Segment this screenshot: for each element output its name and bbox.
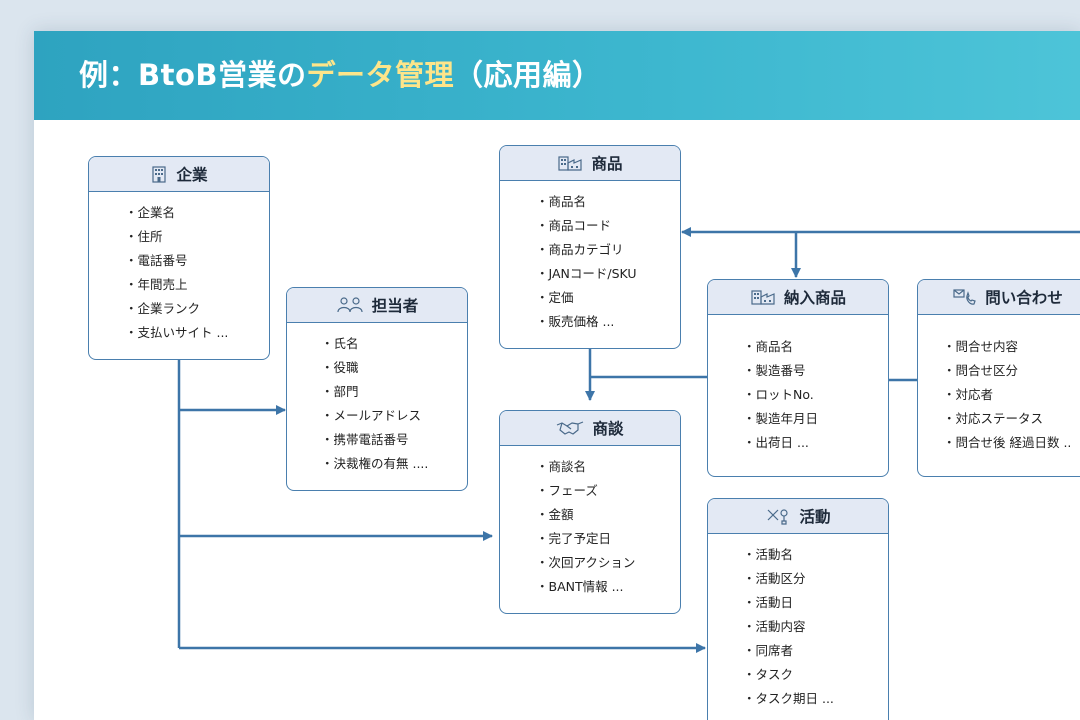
field: ・支払いサイト ... xyxy=(125,325,229,340)
field: ・メールアドレス xyxy=(321,408,422,423)
field: ・出荷日 ... xyxy=(743,435,809,450)
title-highlight: データ管理 xyxy=(306,58,455,92)
field: ・住所 xyxy=(125,229,163,244)
entity-inquiry-fields: ・問合せ内容 ・問合せ区分 ・対応者 ・対応ステータス ・問合せ後 経過日数 .… xyxy=(918,315,1080,455)
entity-inquiry-header: 問い合わせ xyxy=(918,280,1080,315)
header-bar: 例：BtoB営業のデータ管理（応用編） xyxy=(34,31,1080,120)
field: ・活動区分 xyxy=(743,571,806,586)
tools-icon xyxy=(768,509,789,525)
field: ・役職 xyxy=(321,360,359,375)
field: ・部門 xyxy=(321,384,359,399)
field: ・問合せ区分 xyxy=(943,363,1019,378)
field: ・対応者 xyxy=(943,387,994,402)
building-icon xyxy=(152,166,167,183)
field: ・氏名 xyxy=(321,336,359,351)
field: ・商品カテゴリ xyxy=(536,242,624,257)
field: ・金額 xyxy=(536,507,574,522)
field: ・問合せ後 経過日数 .. xyxy=(943,435,1072,450)
field: ・決裁権の有無 .... xyxy=(321,456,429,471)
entity-product-fields: ・商品名 ・商品コード ・商品カテゴリ ・JANコード/SKU ・定価 ・販売価… xyxy=(500,181,680,334)
entity-product: 商品 ・商品名 ・商品コード ・商品カテゴリ ・JANコード/SKU ・定価 ・… xyxy=(499,145,681,349)
entity-company-header: 企業 xyxy=(89,157,269,192)
title-prefix: 例：BtoB営業の xyxy=(79,58,307,92)
field: ・同席者 xyxy=(743,643,794,658)
field: ・BANT情報 ... xyxy=(536,579,624,594)
entity-deal-title: 商談 xyxy=(592,420,624,438)
field: ・完了予定日 xyxy=(536,531,612,546)
connector-layer xyxy=(177,227,1080,653)
field: ・問合せ内容 xyxy=(943,339,1019,354)
people-icon xyxy=(337,297,363,313)
field: ・企業ランク xyxy=(125,301,201,316)
field: ・製造番号 xyxy=(743,363,806,378)
field: ・ロットNo. xyxy=(743,387,814,402)
field: ・JANコード/SKU xyxy=(536,266,637,281)
entity-company-title: 企業 xyxy=(176,166,208,184)
field: ・製造年月日 xyxy=(743,411,819,426)
handshake-icon xyxy=(557,421,584,435)
entity-company-fields: ・企業名 ・住所 ・電話番号 ・年間売上 ・企業ランク ・支払いサイト ... xyxy=(89,192,269,345)
field: ・電話番号 xyxy=(125,253,188,268)
field: ・フェーズ xyxy=(536,483,598,498)
entity-delivered-header: 納入商品 xyxy=(708,280,888,315)
title-suffix: （応用編） xyxy=(454,58,602,92)
field: ・販売価格 ... xyxy=(536,314,615,329)
entity-company: 企業 ・企業名 ・住所 ・電話番号 ・年間売上 ・企業ランク ・支払いサイト .… xyxy=(88,156,270,360)
field: ・活動日 xyxy=(743,595,794,610)
field: ・活動名 xyxy=(743,547,794,562)
field: ・商談名 xyxy=(536,459,587,474)
entity-deal-fields: ・商談名 ・フェーズ ・金額 ・完了予定日 ・次回アクション ・BANT情報 .… xyxy=(500,446,680,599)
entity-deal-header: 商談 xyxy=(500,411,680,446)
field: ・企業名 xyxy=(125,205,176,220)
entity-delivered-product: 納入商品 ・商品名 ・製造番号 ・ロットNo. ・製造年月日 ・出荷日 ... xyxy=(707,279,889,477)
entity-product-title: 商品 xyxy=(591,155,623,173)
entity-delivered-title: 納入商品 xyxy=(783,289,846,307)
field: ・商品名 xyxy=(536,194,587,209)
factory-icon xyxy=(751,290,775,305)
entity-activity: 活動 ・活動名 ・活動区分 ・活動日 ・活動内容 ・同席者 ・タスク ・タスク期… xyxy=(707,498,889,720)
factory-icon xyxy=(558,156,583,171)
entity-contact-fields: ・氏名 ・役職 ・部門 ・メールアドレス ・携帯電話番号 ・決裁権の有無 ...… xyxy=(287,323,467,476)
entity-contact-title: 担当者 xyxy=(371,297,419,315)
field: ・携帯電話番号 xyxy=(321,432,409,447)
field: ・商品コード xyxy=(536,218,612,233)
entity-activity-header: 活動 xyxy=(708,499,888,534)
field: ・対応ステータス xyxy=(943,411,1044,426)
field: ・商品名 xyxy=(743,339,794,354)
entity-activity-title: 活動 xyxy=(799,508,831,526)
entity-contact-header: 担当者 xyxy=(287,288,467,323)
field: ・年間売上 xyxy=(125,277,188,292)
entity-inquiry: 問い合わせ ・問合せ内容 ・問合せ区分 ・対応者 ・対応ステータス ・問合せ後 … xyxy=(917,279,1080,477)
slide: 例：BtoB営業のデータ管理（応用編） 企業 xyxy=(34,31,1080,720)
field: ・タスク期日 ... xyxy=(743,691,834,706)
field: ・タスク xyxy=(743,667,794,682)
field: ・活動内容 xyxy=(743,619,806,634)
entity-contact: 担当者 ・氏名 ・役職 ・部門 ・メールアドレス ・携帯電話番号 ・決裁権の有無… xyxy=(286,287,468,491)
entity-inquiry-title: 問い合わせ xyxy=(985,289,1063,307)
entity-product-header: 商品 xyxy=(500,146,680,181)
entity-delivered-fields: ・商品名 ・製造番号 ・ロットNo. ・製造年月日 ・出荷日 ... xyxy=(708,315,888,455)
field: ・次回アクション xyxy=(536,555,636,570)
field: ・定価 xyxy=(536,290,574,305)
entity-activity-fields: ・活動名 ・活動区分 ・活動日 ・活動内容 ・同席者 ・タスク ・タスク期日 .… xyxy=(708,534,888,711)
entity-deal: 商談 ・商談名 ・フェーズ ・金額 ・完了予定日 ・次回アクション ・BANT情… xyxy=(499,410,681,614)
page-title: 例：BtoB営業のデータ管理（応用編） xyxy=(79,53,602,97)
phone-mail-icon xyxy=(953,289,976,305)
